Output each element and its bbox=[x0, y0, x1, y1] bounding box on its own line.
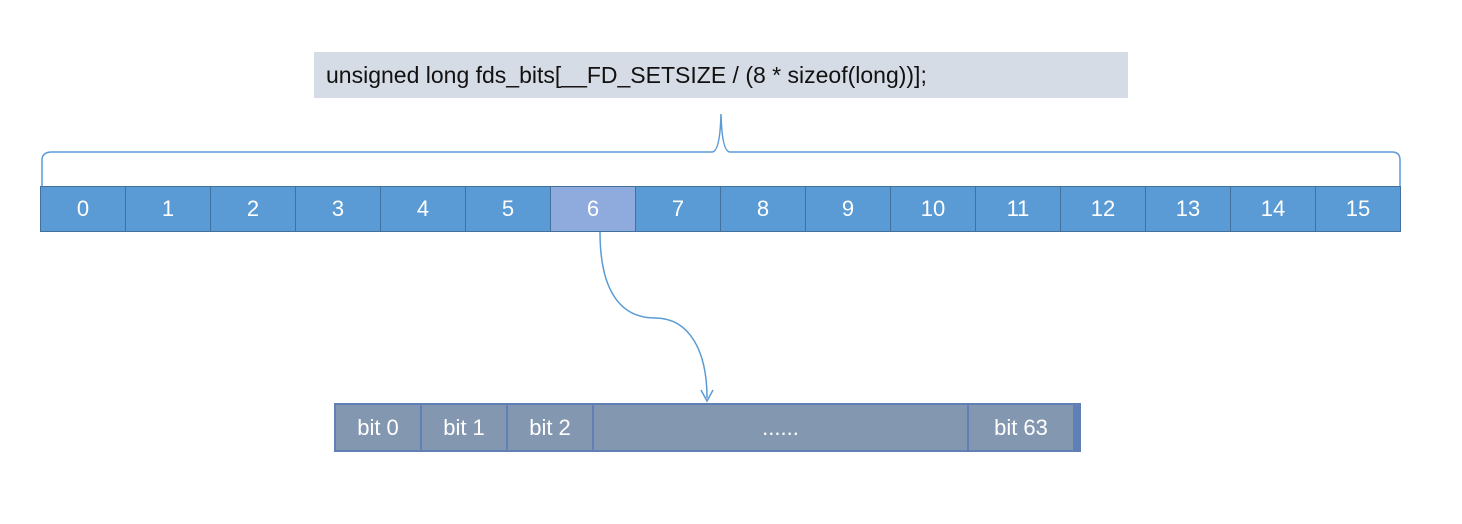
array-cell: 15 bbox=[1315, 186, 1401, 232]
array-cell: 14 bbox=[1230, 186, 1316, 232]
bit-row: bit 0 bit 1 bit 2 ...... bit 63 bbox=[334, 403, 1081, 452]
array-cell: 13 bbox=[1145, 186, 1231, 232]
array-cell: 7 bbox=[635, 186, 721, 232]
array-cell: 0 bbox=[40, 186, 126, 232]
bit-cell: bit 2 bbox=[506, 403, 594, 452]
array-brace bbox=[41, 113, 1401, 186]
array-cell: 9 bbox=[805, 186, 891, 232]
array-cell: 11 bbox=[975, 186, 1061, 232]
array-cell: 3 bbox=[295, 186, 381, 232]
array-cell: 2 bbox=[210, 186, 296, 232]
array-cell: 10 bbox=[890, 186, 976, 232]
array-cell: 8 bbox=[720, 186, 806, 232]
array-cell: 4 bbox=[380, 186, 466, 232]
array-cell: 5 bbox=[465, 186, 551, 232]
bit-row-end-cap bbox=[1073, 403, 1081, 452]
bit-cell: bit 1 bbox=[420, 403, 508, 452]
array-cell-highlighted: 6 bbox=[550, 186, 636, 232]
bit-cell: bit 63 bbox=[967, 403, 1075, 452]
array-cell: 1 bbox=[125, 186, 211, 232]
code-declaration-box: unsigned long fds_bits[__FD_SETSIZE / (8… bbox=[314, 52, 1128, 98]
array-cell: 12 bbox=[1060, 186, 1146, 232]
connector-arrowhead bbox=[700, 389, 714, 403]
fds-bits-array: 0 1 2 3 4 5 6 7 8 9 10 11 12 13 14 15 bbox=[40, 186, 1401, 232]
element-to-bits-connector bbox=[599, 231, 708, 399]
bit-cell: bit 0 bbox=[334, 403, 422, 452]
bit-cell-ellipsis: ...... bbox=[592, 403, 969, 452]
code-declaration-text: unsigned long fds_bits[__FD_SETSIZE / (8… bbox=[326, 61, 927, 88]
